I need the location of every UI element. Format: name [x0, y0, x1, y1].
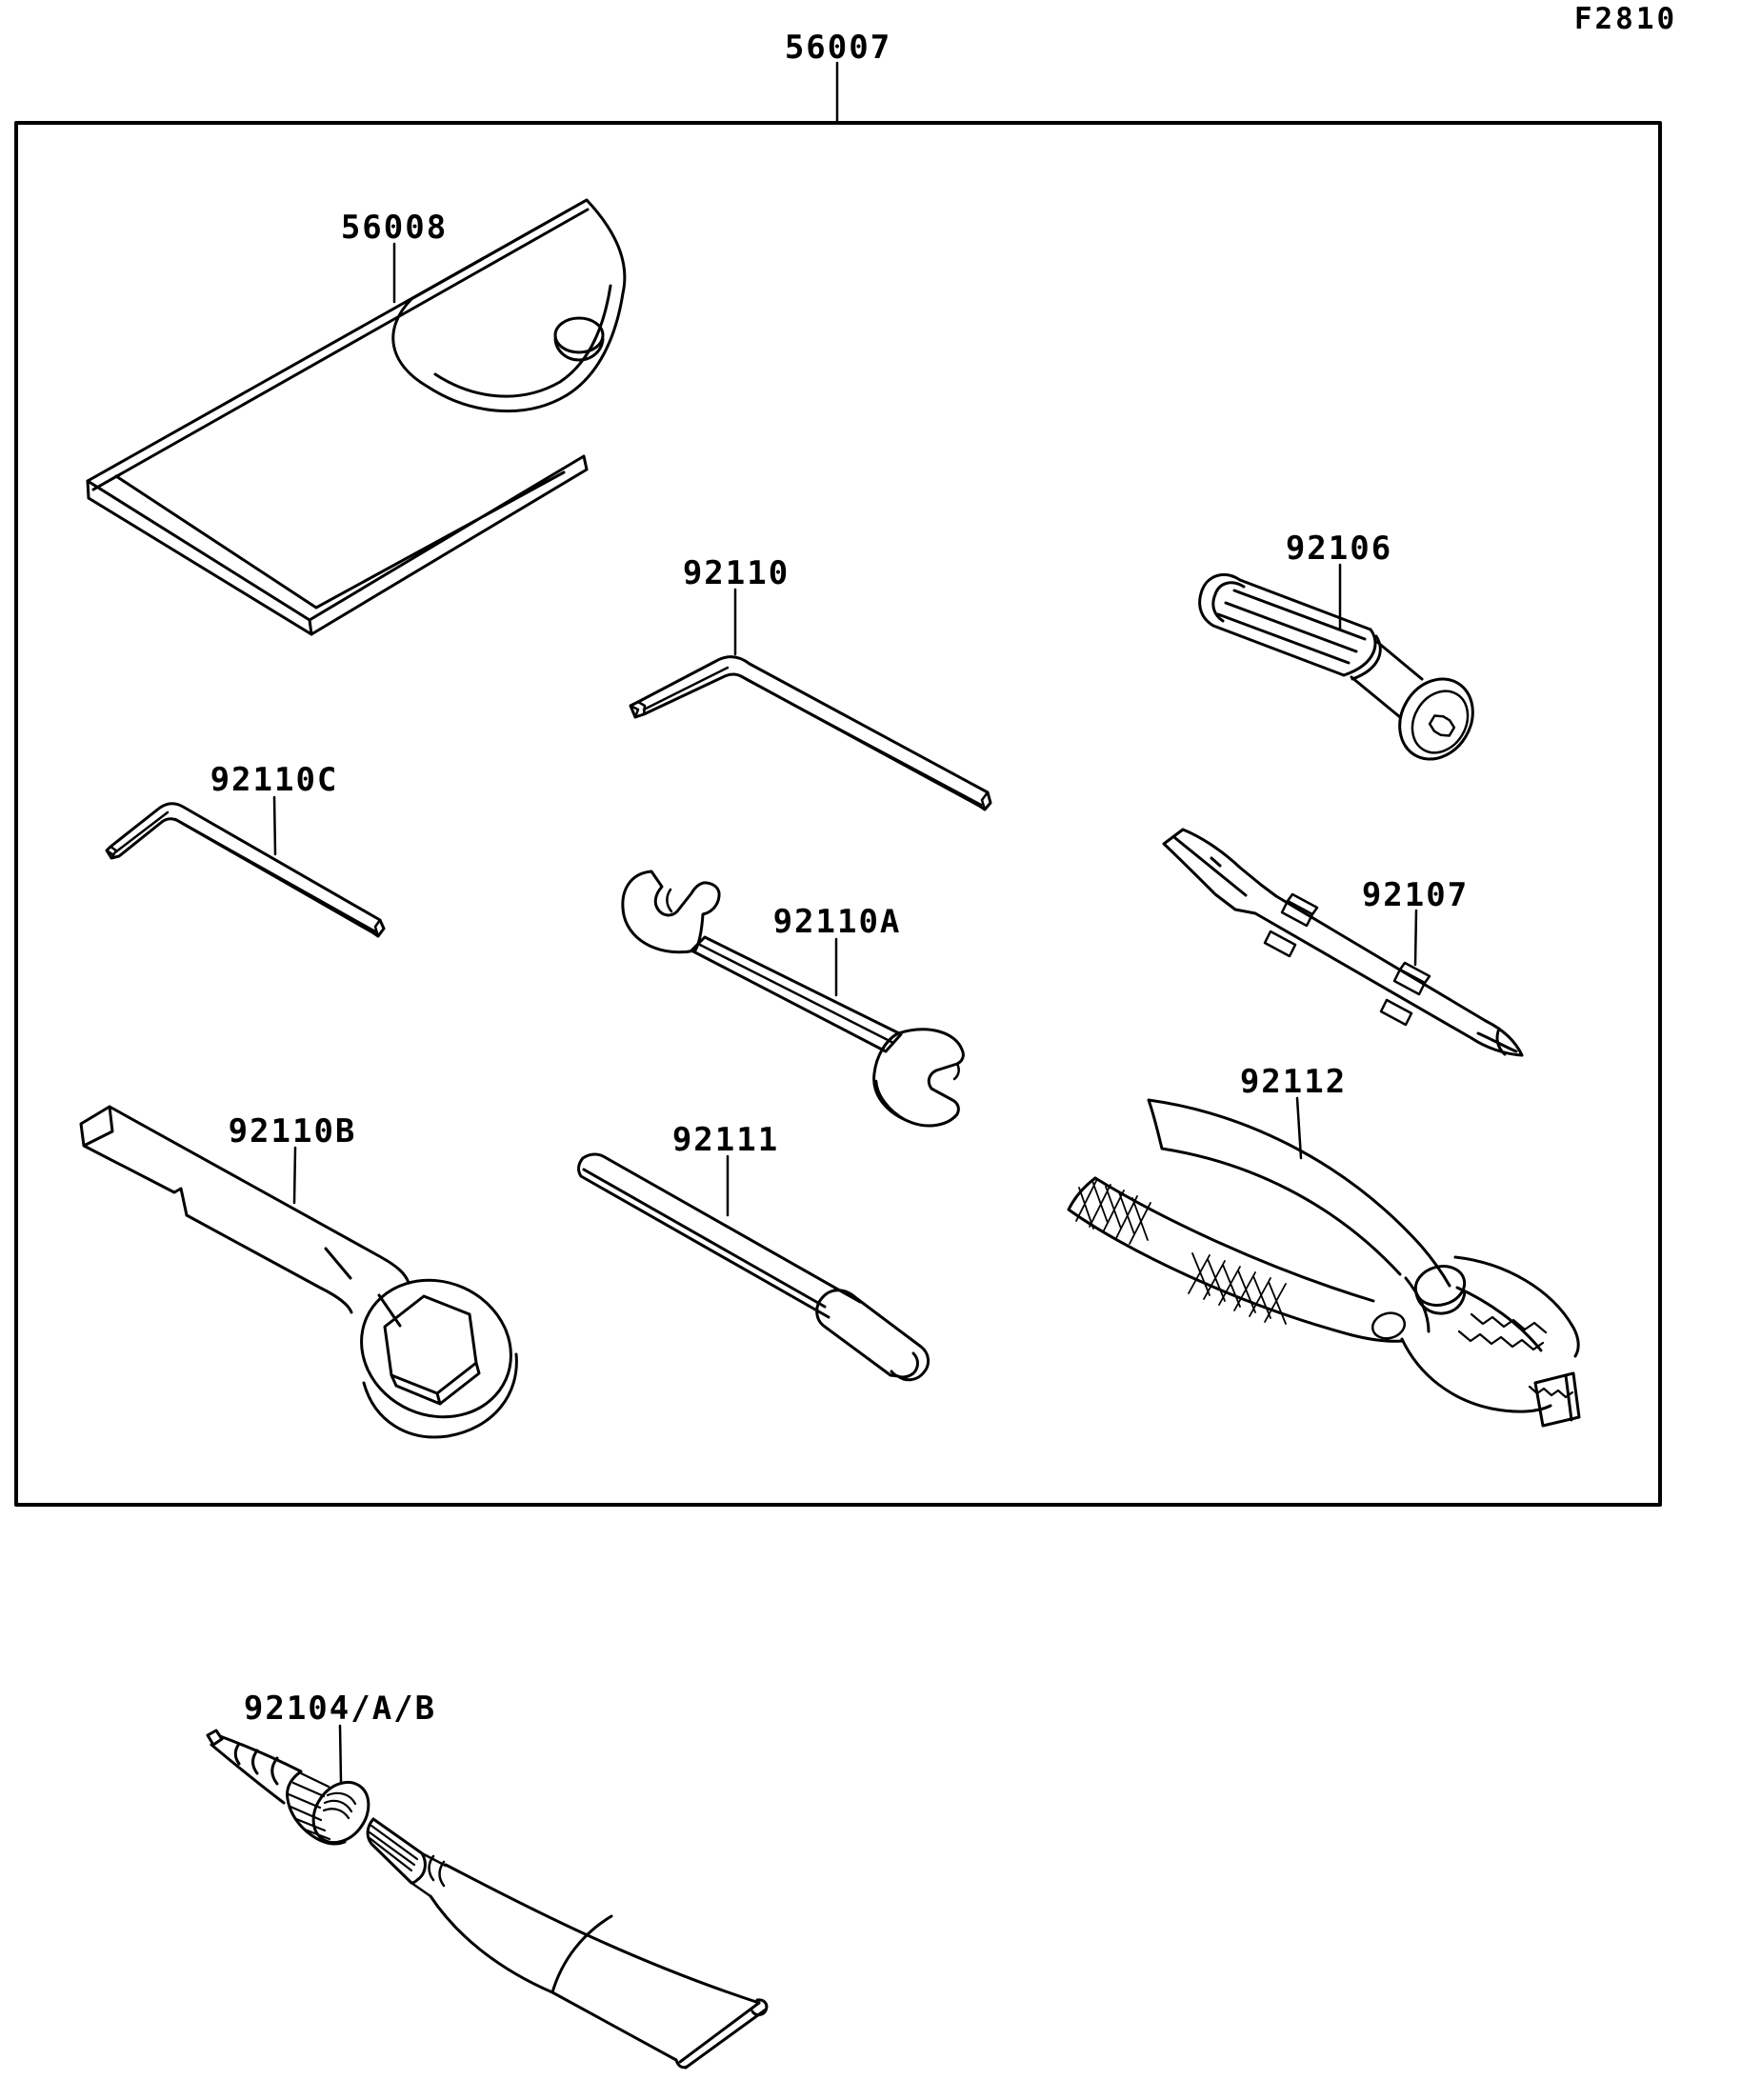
part-label-92112: 92112 [1240, 1063, 1347, 1101]
tube-cap-ribs [368, 1824, 419, 1872]
slip-joint-hole [1371, 1311, 1407, 1340]
leader-92104 [338, 1724, 343, 1784]
part-label-92106: 92106 [1286, 530, 1392, 568]
tube-body-group [366, 1817, 769, 2070]
grip-handle-socket-end [1398, 677, 1474, 761]
part-wrench-allen-large: 92110 [629, 554, 992, 811]
screwdriver-clips [1263, 892, 1431, 1027]
screwdriver-body [1162, 828, 1488, 1040]
nozzle-cap [206, 1729, 347, 1846]
open-end-head-lower [872, 1028, 965, 1128]
leader-92107 [1413, 909, 1418, 967]
part-label-92107: 92107 [1362, 876, 1469, 914]
allen-small-outline [105, 802, 386, 938]
pliers-jaw-tip-serration [1528, 1385, 1574, 1399]
open-end-head-lower-thickness [874, 1062, 960, 1128]
open-end-shaft-line [696, 942, 895, 1045]
bag-flap-inner-line [433, 284, 612, 398]
pliers-upper-handle [1147, 1098, 1451, 1288]
part-sealant-tube: 92104/A/B [206, 1690, 769, 2070]
grip-handle-body [1198, 572, 1424, 719]
part-wrench-box-end: 92110B [79, 1105, 518, 1439]
kit-box [14, 121, 1662, 1507]
part-grip-bar: 92111 [577, 1121, 930, 1382]
pliers-jaw-tip-box [1533, 1371, 1581, 1428]
part-tool-bag: 56008 [86, 198, 627, 636]
nozzle-cap-threads [322, 1791, 357, 1820]
box-end-ring-thickness [362, 1352, 518, 1439]
nozzle-cap-skirt [287, 1771, 370, 1845]
part-wrench-open-end: 92110A [621, 870, 965, 1128]
allen-small-facets [105, 810, 382, 938]
bag-button-top [553, 316, 605, 354]
kit-group: 56007 [14, 29, 1662, 1507]
part-label-92111: 92111 [672, 1121, 779, 1159]
open-end-shaft [690, 935, 903, 1053]
allen-large-facets [629, 666, 990, 811]
part-label-92110C: 92110C [210, 761, 339, 799]
bag-outline [86, 198, 590, 636]
pliers-grip-hatch [1075, 1178, 1287, 1325]
pliers-pivot [1371, 1265, 1467, 1340]
socket-outer-rim [1398, 677, 1474, 761]
open-end-head-upper-detail [666, 888, 673, 913]
bag-button-side [553, 337, 605, 362]
tube-cap [366, 1817, 427, 1885]
box-end-handle [79, 1105, 410, 1328]
part-label-92110A: 92110A [773, 903, 902, 941]
tube-body [429, 1863, 769, 2070]
part-label-56008: 56008 [341, 209, 448, 247]
pliers-jaws [1400, 1255, 1580, 1413]
socket-face [1411, 690, 1470, 754]
part-label-92110B: 92110B [229, 1112, 357, 1150]
part-label-92104: 92104/A/B [244, 1690, 436, 1728]
box-end-ring [360, 1278, 512, 1419]
nozzle-cap-mouth [311, 1780, 370, 1845]
part-wrench-allen-small: 92110C [105, 761, 386, 938]
tube-neck-rings [410, 1851, 448, 1898]
bag-button [553, 316, 605, 362]
socket-double-d-hole [1428, 714, 1456, 737]
box-end-hex-hole [383, 1294, 481, 1406]
kit-label: 56007 [785, 29, 891, 67]
grip-bar-rod [577, 1152, 862, 1319]
nozzle-cap-ribs [287, 1771, 331, 1841]
part-wrench-grip-handle: 92106 [1198, 530, 1474, 761]
part-screwdriver: 92107 [1162, 828, 1524, 1057]
pivot-bolt-side [1414, 1290, 1467, 1315]
leader-92110B [292, 1146, 297, 1205]
grip-bar-sleeve [815, 1289, 930, 1382]
pliers-jaw-teeth [1457, 1312, 1548, 1351]
leader-92112 [1295, 1096, 1303, 1160]
bag-flap [391, 198, 627, 412]
figure-code: F2810 [1574, 2, 1677, 36]
open-end-head-upper [621, 870, 721, 954]
leader-92110C [272, 795, 277, 856]
part-label-92110: 92110 [683, 554, 790, 592]
part-pliers: 92112 [1067, 1063, 1581, 1428]
allen-large-outline [629, 655, 992, 811]
screwdriver-phillips-tip [1470, 1019, 1524, 1057]
